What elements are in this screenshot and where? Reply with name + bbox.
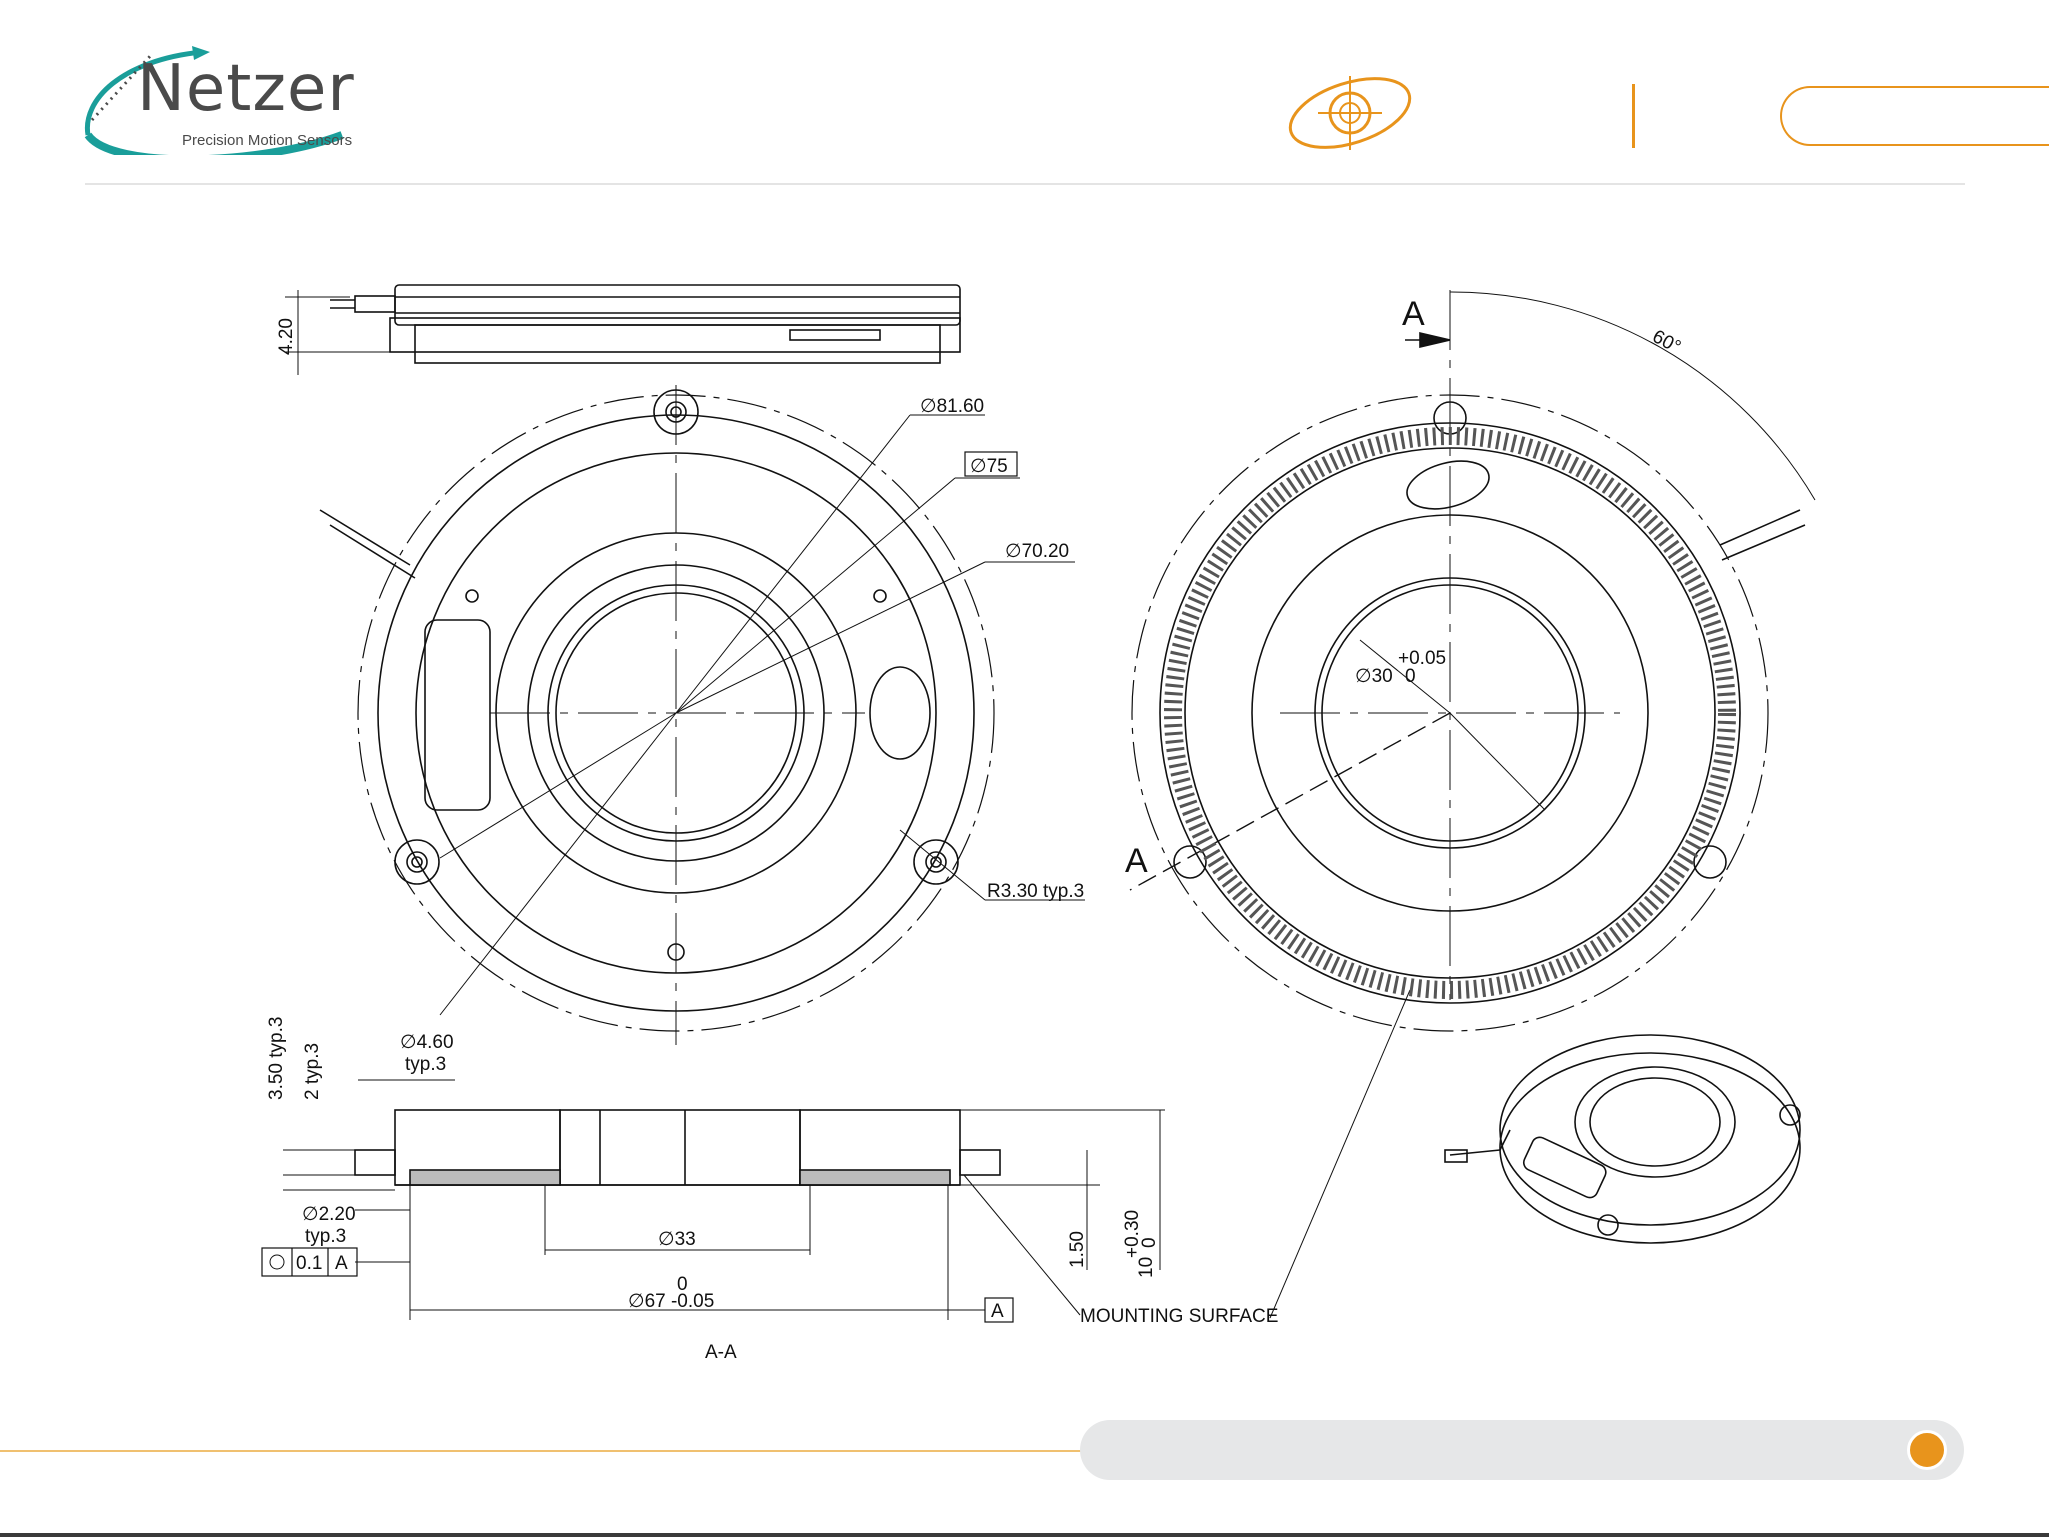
dim-angle: 60° (1649, 326, 1684, 358)
side-view (285, 285, 960, 375)
bottom-edge-line (0, 1533, 2049, 1537)
dim-inner-dia: ∅33 (658, 1229, 696, 1250)
dim-cbore-typ: typ.3 (405, 1054, 446, 1075)
dim-bore: ∅30 (1355, 666, 1393, 687)
footer-bar (1080, 1420, 1964, 1480)
mounting-surface-label: MOUNTING SURFACE (1080, 1306, 1278, 1327)
dim-step: 1.50 (1067, 1231, 1088, 1268)
front-view-right (1130, 290, 1815, 1318)
fcf-datum: A (335, 1253, 348, 1274)
section-marker-top: A (1402, 295, 1425, 333)
dim-diameter-81-60: ∅81.60 (920, 396, 984, 417)
dim-total-tol-lower: 0 (1139, 1237, 1160, 1248)
footer-divider (0, 1450, 1090, 1452)
dim-bore-tol-lower: 0 (1405, 666, 1416, 687)
section-view (262, 1080, 1165, 1322)
dim-cbore-dia: ∅4.60 (400, 1032, 454, 1053)
dim-height: 4.20 (276, 318, 297, 355)
isometric-view (1445, 1035, 1800, 1243)
front-view-left (320, 385, 1085, 1045)
page-indicator-dot (1907, 1430, 1947, 1470)
dim-hole-dia: ∅2.20 (302, 1204, 356, 1225)
dim-radius: R3.30 typ.3 (987, 881, 1084, 902)
dim-cbore-depth: 2 typ.3 (302, 1043, 323, 1100)
dim-hole-typ: typ.3 (305, 1226, 346, 1247)
dim-depth: 3.50 typ.3 (266, 1017, 287, 1100)
section-caption: A-A (705, 1342, 737, 1363)
dim-total: 10 (1136, 1257, 1157, 1278)
dim-diameter-75: ∅75 (970, 456, 1008, 477)
dim-outer-dia: ∅67 -0.05 (628, 1291, 714, 1312)
datum-label: A (991, 1301, 1004, 1322)
dim-diameter-70-20: ∅70.20 (1005, 541, 1069, 562)
section-marker-bottom: A (1125, 842, 1148, 880)
dim-total-tol-upper: +0.30 (1122, 1210, 1143, 1258)
fcf-tolerance: 0.1 (296, 1253, 322, 1274)
